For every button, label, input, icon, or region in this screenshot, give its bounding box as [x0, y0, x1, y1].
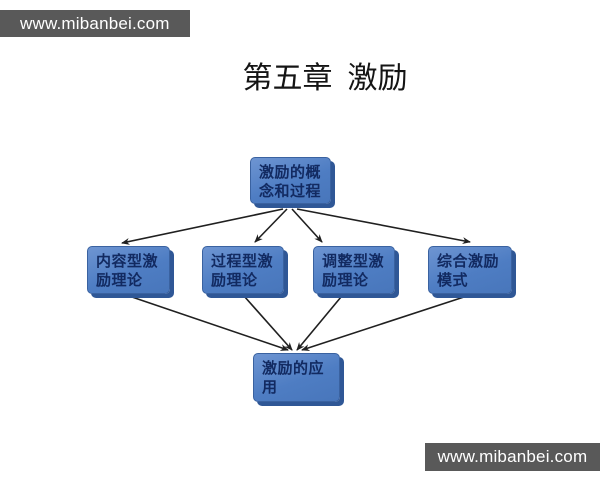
watermark-top: www.mibanbei.com	[0, 10, 190, 37]
node-label: 调整型激励理论	[322, 253, 385, 289]
node-comprehensive-model: 综合激励模式	[428, 246, 512, 294]
arrow-comprehensive-to-application	[301, 295, 468, 351]
node-label: 激励的应用	[262, 360, 325, 396]
arrow-root-to-adjust	[291, 208, 323, 243]
node-label: 激励的概念和过程	[259, 164, 322, 200]
watermark-bottom-text: www.mibanbei.com	[437, 447, 588, 466]
node-adjust-theory: 调整型激励理论	[313, 246, 395, 294]
arrow-content-to-application	[128, 295, 289, 351]
node-label: 综合激励模式	[437, 253, 500, 289]
node-label: 内容型激励理论	[96, 253, 159, 289]
arrow-process-to-application	[243, 295, 293, 351]
node-label: 过程型激励理论	[211, 253, 274, 289]
watermark-bottom: www.mibanbei.com	[425, 443, 600, 471]
node-content-theory: 内容型激励理论	[87, 246, 170, 294]
node-motivation-concept: 激励的概念和过程	[250, 157, 331, 204]
watermark-top-text: www.mibanbei.com	[20, 13, 170, 33]
node-process-theory: 过程型激励理论	[202, 246, 284, 294]
arrow-root-to-process	[254, 208, 288, 243]
page-title: 第五章 激励	[242, 62, 408, 95]
arrow-adjust-to-application	[296, 296, 342, 351]
arrow-root-to-comprehensive	[296, 208, 471, 245]
arrow-root-to-content	[121, 208, 284, 245]
node-motivation-application: 激励的应用	[253, 353, 340, 402]
